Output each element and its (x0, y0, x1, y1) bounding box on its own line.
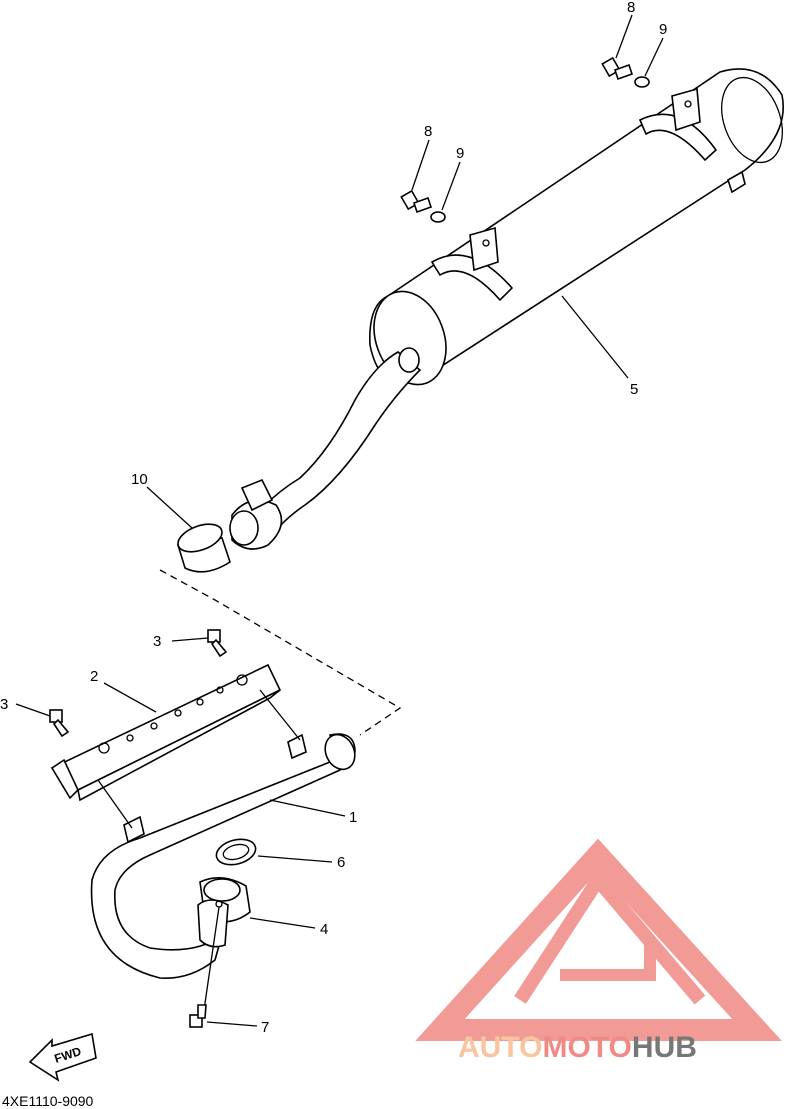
watermark-hub: HUB (632, 1031, 697, 1064)
bolt-3-left (49, 709, 70, 738)
reference-line (159, 569, 402, 736)
gasket-10 (176, 523, 231, 573)
leader-lines (15, 14, 664, 1027)
fwd-arrow: FWD (28, 1032, 97, 1082)
watermark-text: AUTOMOTOHUB (458, 1031, 697, 1064)
callout-7: 7 (261, 1019, 269, 1036)
callout-9-upper: 9 (659, 21, 667, 38)
callout-8-upper: 8 (627, 0, 635, 16)
watermark-auto: AUTO (458, 1031, 542, 1064)
watermark-moto: MOTO (542, 1031, 631, 1064)
bolt-7 (189, 1004, 207, 1028)
washer-9-upper (634, 76, 650, 88)
muffler (229, 68, 784, 550)
mount-line-left (97, 779, 133, 829)
diagram-code: 4XE1110-9090 (2, 1093, 94, 1109)
gasket-6 (215, 838, 257, 866)
watermark-logo (415, 838, 782, 1041)
callout-3-left: 3 (0, 696, 8, 713)
mount-line-right (259, 689, 301, 741)
callout-3-right: 3 (153, 633, 161, 650)
heat-protector (50, 663, 282, 802)
washer-9-lower (430, 211, 446, 223)
callout-5: 5 (630, 381, 638, 398)
callout-10: 10 (131, 471, 148, 488)
callout-1: 1 (349, 809, 357, 826)
flange-4 (197, 877, 251, 948)
callout-4: 4 (320, 921, 328, 938)
callout-2: 2 (90, 668, 98, 685)
callout-8-lower: 8 (424, 123, 432, 140)
callout-6: 6 (337, 854, 345, 871)
bolt-8-lower (400, 189, 433, 214)
bolt-7-line (203, 906, 220, 1011)
bolt-8-upper (601, 56, 634, 81)
bolt-3-right (207, 629, 228, 658)
callout-9-lower: 9 (456, 145, 464, 162)
